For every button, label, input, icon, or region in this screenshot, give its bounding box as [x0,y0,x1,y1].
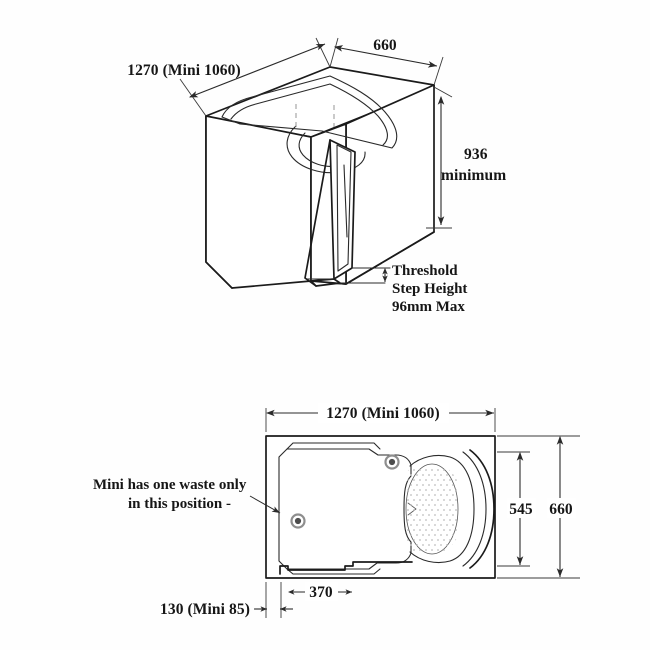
dimension-plan-edge-offset: 130 (Mini 85) [160,582,293,618]
seat-texture-dots [407,469,457,551]
threshold-label-line1: Threshold [392,263,458,279]
dimension-plan-inner-width: 545 [497,451,536,567]
annotation-threshold-step-height: Threshold Step Height 96mm Max [382,263,467,315]
plan-rounded-end [462,449,495,569]
plan-seat-area [405,454,475,564]
dimension-plan-door-width: 370 [287,582,352,601]
isometric-bath-view: 1270 (Mini 1060) 660 936 minimum Thresh [127,37,506,315]
dimension-plan-edge-offset-label: 130 (Mini 85) [160,601,250,618]
dimension-plan-length-label: 1270 (Mini 1060) [326,405,440,422]
waste-note-line2: in this position - [128,496,231,512]
dimension-plan-door-width-label: 370 [309,584,333,601]
waste-note-line1: Mini has one waste only [93,477,247,493]
dimension-iso-length: 1270 (Mini 1060) [127,37,331,117]
plan-outer-rectangle [265,435,496,579]
waste-outlet-right [384,454,400,470]
dimension-iso-height: 936 minimum [426,86,506,229]
dimension-iso-width-label: 660 [373,37,397,54]
dimension-iso-height-label-value: 936 [464,146,488,163]
plan-bath-view: 1270 (Mini 1060) 545 660 [93,403,580,618]
bath-rim-inner [221,75,398,149]
waste-outlet-left [290,513,306,529]
dimension-iso-height-label-qualifier: minimum [441,167,506,184]
dimension-plan-outer-width-label: 660 [549,501,573,518]
threshold-label-line3: 96mm Max [392,299,465,315]
plan-door-threshold [279,561,413,575]
dimension-iso-width: 660 [329,37,444,86]
bath-body-outline [205,66,435,289]
threshold-label-line2: Step Height [392,281,467,297]
dimension-iso-length-label: 1270 (Mini 1060) [127,62,241,79]
dimension-plan-length: 1270 (Mini 1060) [265,403,496,432]
dimension-plan-inner-width-label: 545 [509,501,533,518]
annotation-waste-note: Mini has one waste only in this position… [93,477,281,514]
dimension-plan-outer-width: 660 [497,435,580,579]
